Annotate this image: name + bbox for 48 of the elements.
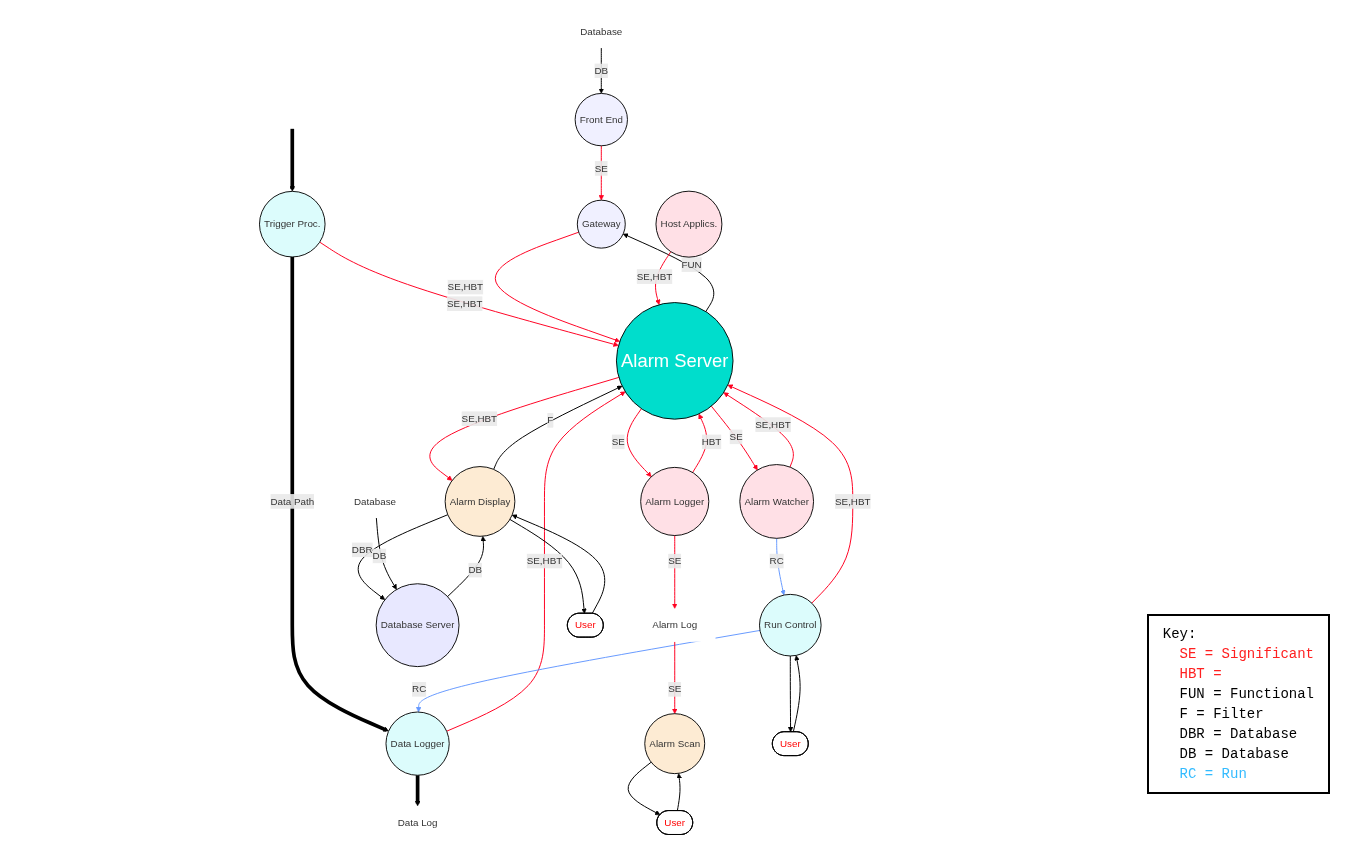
legend-entry: F = Filter <box>1178 705 1265 724</box>
node-circle: Database Server <box>375 583 460 668</box>
node-text: Data Log <box>397 817 438 828</box>
node-text: Database <box>580 25 623 37</box>
node-circle: Gateway <box>576 199 626 249</box>
node-circle: Alarm Watcher <box>739 464 814 539</box>
edge-label: SE <box>594 162 608 174</box>
edge-label: HBT <box>701 436 722 447</box>
node-circle: Alarm Server <box>615 302 734 420</box>
edge-label: SE,HBT <box>755 419 791 430</box>
node-circle: Trigger Proc. <box>259 190 326 258</box>
node-circle: Run Control <box>759 593 822 657</box>
edge-label: SE <box>729 431 743 442</box>
edge-label: SE,HBT <box>447 281 484 292</box>
node-circle: Host Applics. <box>655 190 723 258</box>
edge-label: RC <box>412 683 427 695</box>
edge-label: RC <box>769 555 784 566</box>
legend-entry: FUN = Functional <box>1178 685 1314 704</box>
key-heading: Key: <box>1162 625 1198 644</box>
edge-label: SE,HBT <box>636 271 673 282</box>
edge-label: Data Path <box>270 495 315 507</box>
edge-label: DB <box>468 564 483 576</box>
legend-entry: DBR = Database <box>1178 725 1299 744</box>
arrow <box>414 775 421 807</box>
edge-label: F <box>547 414 554 426</box>
edge-label: SE,HBT <box>446 298 483 309</box>
edge-label: DB <box>372 550 387 561</box>
edge-label: DB <box>594 65 609 76</box>
edge-label: SE <box>668 555 682 566</box>
edge-label: FUN <box>681 259 702 270</box>
legend-entry: DB = Database <box>1178 745 1290 764</box>
node-circle: Alarm Display <box>444 466 516 537</box>
edge-label: SE,HBT <box>461 413 498 424</box>
legend-entry: HBT = <box>1178 665 1223 684</box>
arrow <box>290 256 389 732</box>
arrow <box>289 128 295 192</box>
edge-label: SE <box>668 683 682 695</box>
edge-label: DBR <box>351 544 373 555</box>
node-circle: Alarm Scan <box>644 713 706 775</box>
node-circle: Front End <box>574 93 628 147</box>
edge-label: SE <box>611 436 625 447</box>
node-circle: Alarm Logger <box>640 466 710 536</box>
edge-label: SE,HBT <box>835 495 871 507</box>
legend-entry: SE = Significant <box>1178 645 1314 664</box>
legend-entry: RC = Run <box>1178 765 1248 784</box>
node-text: Database <box>354 495 397 507</box>
node-circle: Data Logger <box>385 711 450 776</box>
edge-label: SE,HBT <box>526 555 563 566</box>
